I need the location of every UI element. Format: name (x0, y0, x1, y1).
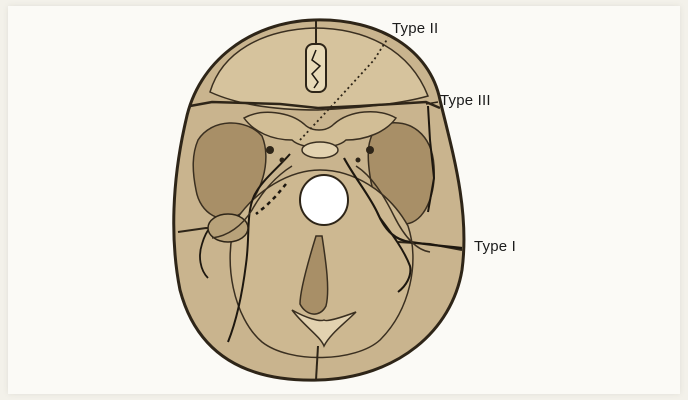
label-type-iii: Type III (440, 92, 491, 109)
foramen-right-2 (356, 158, 361, 163)
foramen-magnum (300, 175, 348, 225)
label-type-i: Type I (474, 238, 516, 255)
label-type-ii: Type II (392, 20, 438, 37)
sella-turcica (302, 142, 338, 158)
foramen-left-2 (280, 158, 285, 163)
foramen-right-1 (366, 146, 374, 154)
foramen-left-1 (266, 146, 274, 154)
